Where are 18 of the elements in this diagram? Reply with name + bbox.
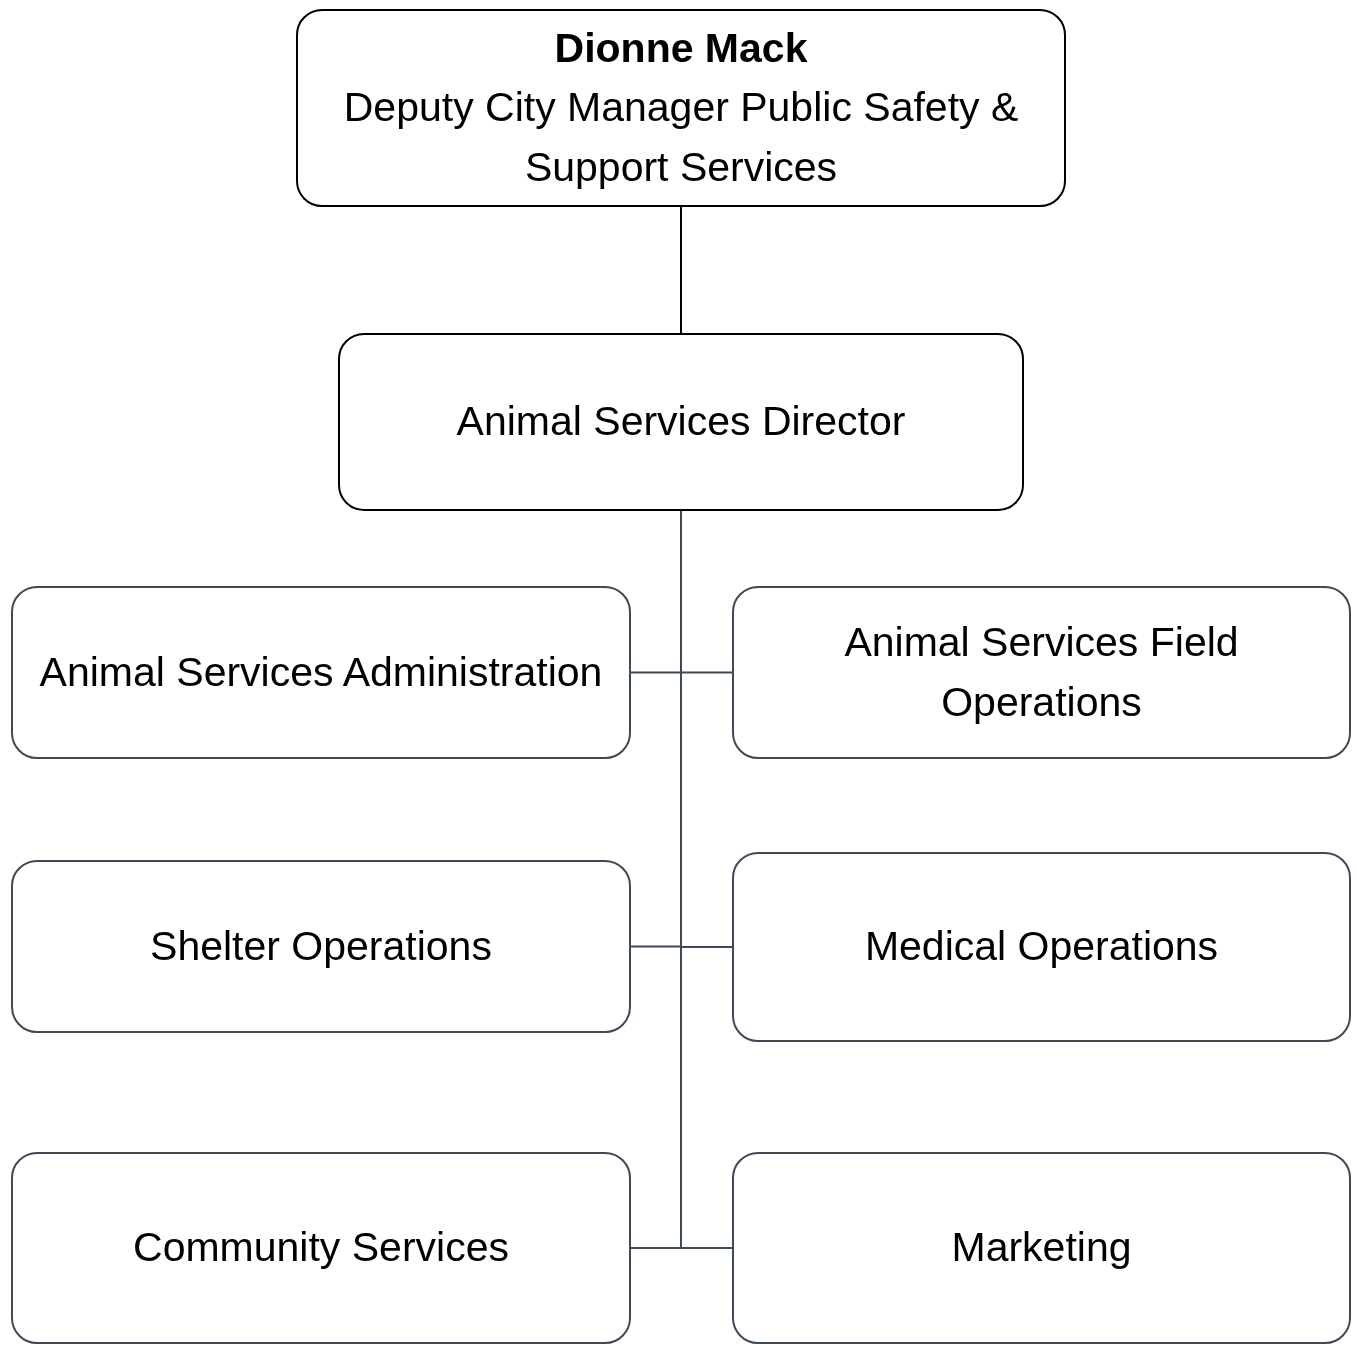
department-name: Animal Services Director xyxy=(456,397,906,447)
department-box xyxy=(11,1152,631,1344)
job-title: Deputy City Manager Public Safety & Support Services xyxy=(342,83,1020,192)
department-box xyxy=(732,586,1351,759)
department-name: Community Services xyxy=(133,1223,509,1273)
department-box xyxy=(11,860,631,1033)
connector-line xyxy=(680,206,682,334)
person-box xyxy=(296,9,1066,207)
department-box xyxy=(732,852,1351,1042)
person-name: Dionne Mack xyxy=(554,23,808,73)
department-name: Animal Services Administration xyxy=(39,647,603,697)
department-name: Animal Services Field Operations xyxy=(843,618,1240,727)
department-box xyxy=(11,586,631,759)
department-box xyxy=(338,333,1024,511)
department-name: Medical Operations xyxy=(864,922,1219,972)
department-box xyxy=(732,1152,1351,1344)
department-name: Shelter Operations xyxy=(150,921,492,971)
department-name: Marketing xyxy=(951,1223,1132,1273)
